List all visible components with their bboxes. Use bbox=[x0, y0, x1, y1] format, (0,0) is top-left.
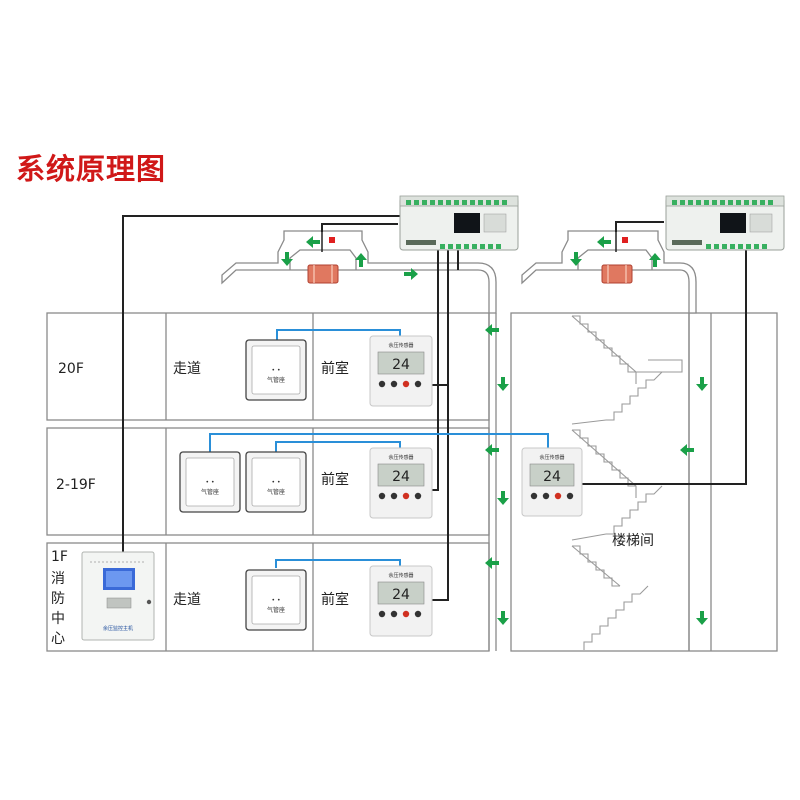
room-char-4: 心 bbox=[51, 631, 65, 647]
monitoring-host: 余压监控主机 bbox=[81, 551, 155, 641]
outlet-middle-b: • • 气管座 bbox=[245, 451, 307, 513]
svg-text:• •: • • bbox=[272, 597, 281, 604]
room-char-1: 消 bbox=[51, 571, 65, 587]
floor-label-20f: 20F bbox=[58, 361, 84, 377]
page-title: 系统原理图 bbox=[16, 152, 167, 186]
svg-text:余压传感器: 余压传感器 bbox=[388, 454, 413, 461]
svg-text:24: 24 bbox=[543, 469, 561, 485]
room-corridor-bottom: 走道 bbox=[173, 592, 201, 608]
floor-label-2-19f: 2-19F bbox=[56, 477, 96, 493]
room-char-2: 防 bbox=[51, 591, 65, 607]
room-stairwell: 楼梯间 bbox=[612, 533, 654, 549]
svg-text:气管座: 气管座 bbox=[267, 606, 285, 614]
svg-text:24: 24 bbox=[392, 469, 410, 485]
outlet-middle-a: • • 气管座 bbox=[179, 451, 241, 513]
stairs-drawing bbox=[571, 315, 683, 650]
room-corridor-top: 走道 bbox=[173, 361, 201, 377]
svg-text:气管座: 气管座 bbox=[267, 376, 285, 384]
floor-label-1f: 1F bbox=[51, 549, 68, 565]
svg-text:• •: • • bbox=[272, 479, 281, 486]
svg-text:余压传感器: 余压传感器 bbox=[388, 342, 413, 349]
svg-text:余压传感器: 余压传感器 bbox=[539, 454, 564, 461]
room-anteroom-bottom: 前室 bbox=[321, 591, 349, 608]
sensor-panel-middle: 余压传感器 24 bbox=[369, 447, 433, 519]
sensor-panel-1f: 余压传感器 24 bbox=[369, 565, 433, 637]
riser-ducts bbox=[488, 313, 712, 651]
svg-text:气管座: 气管座 bbox=[201, 488, 219, 496]
svg-text:24: 24 bbox=[392, 357, 410, 373]
svg-text:• •: • • bbox=[272, 367, 281, 374]
svg-text:24: 24 bbox=[392, 587, 410, 603]
control-module-left bbox=[399, 195, 519, 251]
svg-text:余压传感器: 余压传感器 bbox=[388, 572, 413, 579]
control-module-right bbox=[665, 195, 785, 251]
outlet-20f: • • 气管座 bbox=[245, 339, 307, 401]
svg-text:气管座: 气管座 bbox=[267, 488, 285, 496]
room-anteroom-middle: 前室 bbox=[321, 471, 349, 488]
outlet-1f: • • 气管座 bbox=[245, 569, 307, 631]
valve-right bbox=[601, 264, 633, 284]
sensor-panel-stair: 余压传感器 24 bbox=[521, 447, 583, 517]
svg-text:• •: • • bbox=[206, 479, 215, 486]
room-anteroom-top: 前室 bbox=[321, 360, 349, 377]
room-char-3: 中 bbox=[51, 611, 65, 627]
sensor-panel-20f: 余压传感器 24 bbox=[369, 335, 433, 407]
valve-left bbox=[307, 264, 339, 284]
signal-tubes bbox=[209, 329, 549, 570]
svg-text:余压监控主机: 余压监控主机 bbox=[103, 625, 133, 632]
